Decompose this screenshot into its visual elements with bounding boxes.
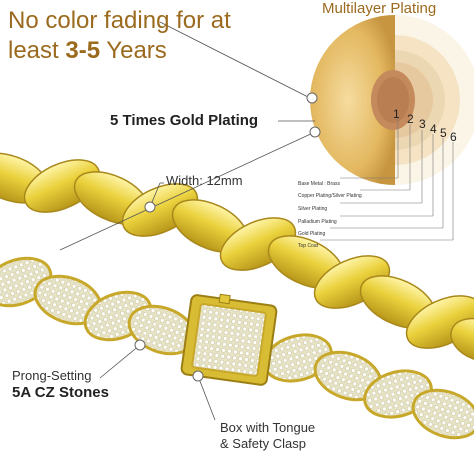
- layer-number-3: 3: [419, 117, 426, 131]
- prong-setting-label: Prong-Setting: [12, 368, 92, 383]
- callout-lines: [59, 21, 316, 421]
- layer-number-1: 1: [393, 107, 400, 121]
- layer-name-gold: Gold Plating: [298, 231, 326, 237]
- layer-number-4: 4: [430, 122, 437, 136]
- plating-layers-sphere: [310, 15, 474, 185]
- box-clasp: [180, 293, 278, 386]
- layer-number-6: 6: [450, 130, 457, 144]
- headline: No color fading for at least 3-5 Years: [8, 6, 308, 66]
- layer-name-base: Base Metal : Brass: [298, 181, 340, 187]
- multilayer-plating-title: Multilayer Plating: [322, 0, 437, 17]
- gold-cuban-chain: [0, 152, 474, 363]
- iced-cuban-chain: [0, 256, 474, 440]
- layer-leader-lines: [320, 118, 454, 241]
- clasp-label-line-2: & Safety Clasp: [220, 436, 306, 451]
- cz-stones-label: 5A CZ Stones: [12, 384, 109, 401]
- layer-name-palladium: Palladium Plating: [298, 219, 337, 225]
- headline-suffix: Years: [100, 37, 167, 64]
- layer-name-topcoat: Top Coat: [298, 243, 319, 249]
- layer-name-copper: Copper Plating/Silver Plating: [298, 193, 362, 199]
- clasp-label-line-1: Box with Tongue: [220, 420, 316, 435]
- layer-number-2: 2: [407, 112, 414, 126]
- headline-line-2: least 3-5 Years: [8, 36, 308, 66]
- headline-line-1: No color fading for at: [8, 7, 231, 34]
- width-label: Width: 12mm: [166, 173, 243, 188]
- headline-years-range: 3-5: [65, 37, 101, 64]
- layer-number-5: 5: [440, 126, 447, 140]
- layer-name-silver: Silver Plating: [298, 206, 328, 212]
- headline-prefix: least: [8, 37, 66, 64]
- callout-dots: [134, 92, 321, 382]
- gold-plating-title: 5 Times Gold Plating: [110, 112, 259, 129]
